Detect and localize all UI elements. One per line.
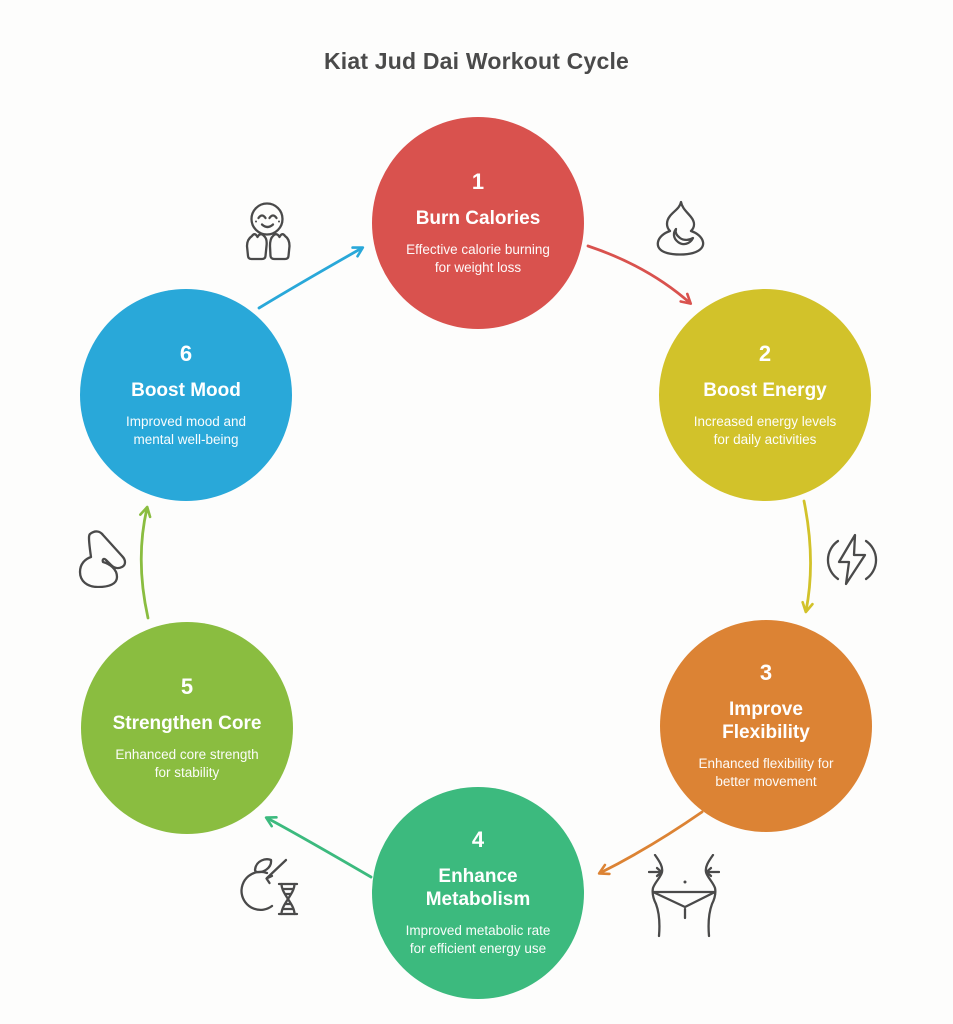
step-number: 6 [179,340,193,366]
arrow-4-to-5 [264,816,373,879]
step-title: Boost Energy [703,379,827,401]
flexed-bicep-icon [76,530,132,588]
step-title: Enhance Metabolism [425,866,531,910]
step-6-boost-mood: 6 Boost Mood Improved mood and mental we… [80,289,292,501]
diagram-title: Kiat Jud Dai Workout Cycle [323,48,630,74]
step-2-boost-energy: 2 Boost Energy Increased energy levels f… [659,289,871,501]
step-3-improve-flexibility: 3 Improve Flexibility Enhanced flexibili… [660,620,872,832]
apple-dna-icon [234,856,301,923]
step-4-enhance-metabolism: 4 Enhance Metabolism Improved metabolic … [372,787,584,999]
step-description: Enhanced core strength for stability [115,746,259,781]
step-number: 1 [471,168,485,194]
flame-icon [652,199,710,263]
step-number: 5 [180,673,194,699]
step-1-burn-calories: 1 Burn Calories Effective calorie burnin… [372,117,584,329]
arrow-6-to-1 [257,246,365,310]
step-title: Burn Calories [415,207,541,229]
step-description: Improved mood and mental well-being [125,413,247,448]
slim-waist-icon [648,854,720,940]
arrow-2-to-3 [801,499,814,614]
arrow-3-to-4 [597,810,704,876]
step-description: Effective calorie burning for weight los… [406,241,550,276]
relaxed-face-icon [237,199,297,261]
step-description: Increased energy levels for daily activi… [693,413,837,448]
step-description: Improved metabolic rate for efficient en… [405,923,551,957]
step-number: 3 [759,660,773,686]
step-number: 4 [471,827,485,853]
arrow-1-to-2 [586,244,693,305]
step-title: Strengthen Core [112,712,262,734]
step-title: Improve Flexibility [722,699,810,743]
step-5-strengthen-core: 5 Strengthen Core Enhanced core strength… [81,622,293,834]
step-number: 2 [758,340,772,366]
step-description: Enhanced flexibility for better movement [698,756,834,790]
lightning-icon [822,532,882,588]
step-title: Boost Mood [131,379,241,401]
arrow-5-to-6 [139,505,152,620]
